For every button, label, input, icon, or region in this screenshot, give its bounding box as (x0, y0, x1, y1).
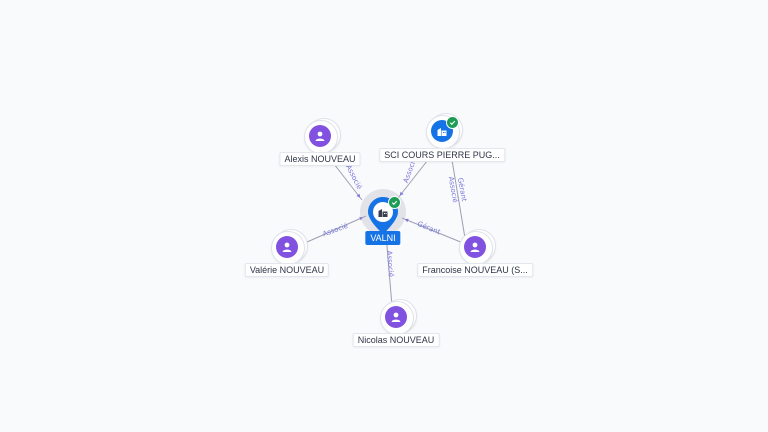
edge-francoise-sci (449, 147, 466, 239)
node-label: Valérie NOUVEAU (244, 263, 330, 277)
edge-label: Associé (344, 163, 363, 190)
node-label: Alexis NOUVEAU (279, 152, 361, 166)
node-label: Francoise NOUVEAU (S... (417, 263, 533, 277)
edge-label: Gérant (416, 220, 442, 237)
edge-label: Associé (322, 222, 350, 239)
edge-valerie-valni (297, 215, 367, 247)
edge-label: Associé (385, 250, 395, 277)
edge-nicolas-valni (385, 233, 393, 307)
edge-arrow (356, 193, 361, 198)
person-icon (464, 236, 486, 258)
edge-arrow (404, 218, 409, 223)
check-badge-icon (446, 116, 459, 129)
node-label: Nicolas NOUVEAU (352, 333, 440, 347)
edge-francoise-valni (401, 217, 464, 244)
person-icon (385, 306, 407, 328)
person-icon (309, 125, 331, 147)
edge-arrow (399, 191, 404, 196)
check-badge-icon (388, 196, 401, 209)
edge-arrow (359, 216, 364, 221)
person-icon (276, 236, 298, 258)
node-label: SCI COURS PIERRE PUG... (379, 148, 505, 162)
center-node-label: VALNI (365, 231, 401, 245)
